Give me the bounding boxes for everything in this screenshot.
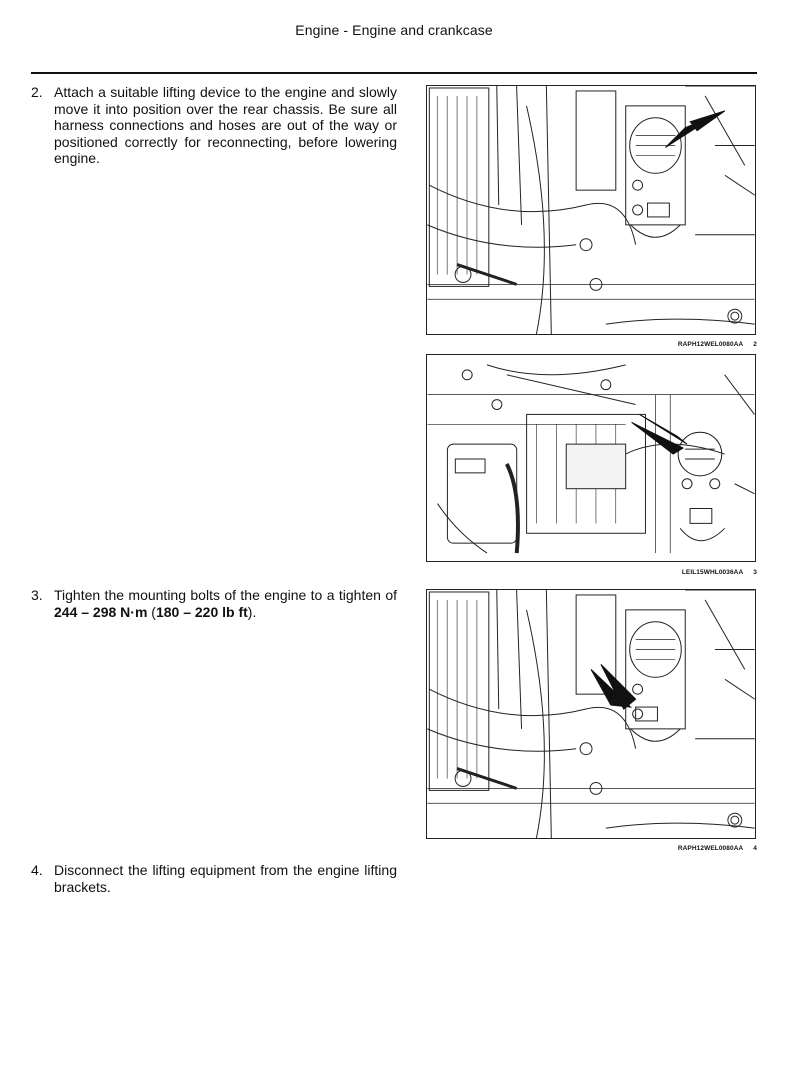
figure-code: LEIL15WHL0036AA bbox=[681, 569, 744, 576]
step-text-part: ( bbox=[147, 603, 156, 620]
figure-engine-mount-lower bbox=[426, 589, 756, 839]
step-number: 3. bbox=[31, 587, 43, 603]
step-2: 2. Attach a suitable lifting device to t… bbox=[31, 84, 397, 167]
page-header-title: Engine - Engine and crankcase bbox=[295, 22, 493, 38]
figure-number: 2 bbox=[753, 341, 757, 348]
step-number: 2. bbox=[31, 84, 43, 100]
engine-mount-illustration-icon bbox=[427, 590, 755, 838]
step-4: 4. Disconnect the lifting equipment from… bbox=[31, 862, 397, 895]
figure-caption: RAPH12WEL0080AA 4 bbox=[560, 845, 757, 852]
figure-code: RAPH12WEL0080AA bbox=[677, 341, 744, 348]
step-text: Disconnect the lifting equipment from th… bbox=[54, 862, 397, 895]
step-text: Attach a suitable lifting device to the … bbox=[54, 84, 397, 166]
figure-caption: LEIL15WHL0036AA 3 bbox=[560, 569, 757, 576]
torque-nm-value: 244 – 298 N·m bbox=[54, 603, 148, 620]
figure-engine-mount-upper bbox=[426, 85, 756, 335]
step-text: Tighten the mounting bolts of the engine… bbox=[54, 587, 397, 620]
figure-code: RAPH12WEL0080AA bbox=[677, 845, 744, 852]
step-text-part: Tighten the mounting bolts of the engine… bbox=[54, 587, 397, 603]
header-divider bbox=[31, 72, 757, 74]
step-text-part: ). bbox=[247, 603, 257, 620]
figure-number: 4 bbox=[753, 845, 757, 852]
step-number: 4. bbox=[31, 862, 43, 878]
figure-number: 3 bbox=[753, 569, 757, 576]
figure-engine-side bbox=[426, 354, 756, 562]
engine-side-illustration-icon bbox=[427, 364, 755, 554]
step-3: 3. Tighten the mounting bolts of the eng… bbox=[31, 587, 397, 620]
engine-mount-illustration-icon bbox=[427, 86, 755, 334]
torque-lbft-value: 180 – 220 lb ft bbox=[155, 603, 248, 620]
figure-caption: RAPH12WEL0080AA 2 bbox=[560, 341, 757, 348]
